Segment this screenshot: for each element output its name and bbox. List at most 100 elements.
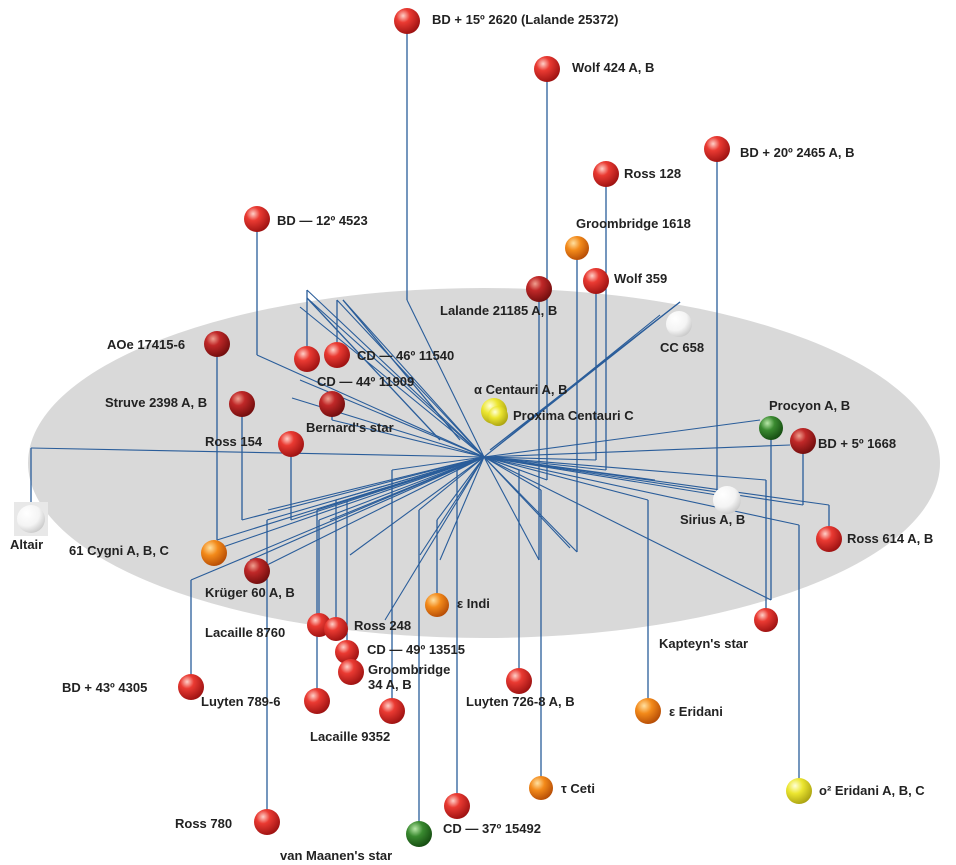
star-ball-sirius <box>713 486 741 514</box>
star-label-kapteyn: Kapteyn's star <box>659 636 748 651</box>
star-ball-altair <box>17 505 45 533</box>
sight-line <box>483 456 800 526</box>
star-label-ross248: Ross 248 <box>354 618 411 633</box>
sight-line <box>483 419 761 458</box>
star-ball-bd43 <box>178 674 204 700</box>
sight-line <box>483 456 571 549</box>
star-ball-epsindi <box>425 593 449 617</box>
star-ball-lalande21185 <box>526 276 552 302</box>
star-ball-cc658 <box>666 311 692 337</box>
star-ross614: Ross 614 A, B <box>816 526 933 552</box>
star-groom1618: Groombridge 1618 <box>565 216 691 260</box>
star-cd46: CD — 46º 11540 <box>324 342 454 368</box>
star-wolf424: Wolf 424 A, B <box>534 56 654 82</box>
star-label-lacaille8760: Lacaille 8760 <box>205 625 285 640</box>
star-altair: Altair <box>10 502 48 552</box>
star-ball-groom34 <box>338 659 364 685</box>
star-ball-tauceti <box>529 776 553 800</box>
sight-line <box>266 456 485 521</box>
star-ball-struve <box>229 391 255 417</box>
star-wolf359: Wolf 359 <box>583 268 667 294</box>
sight-line <box>483 456 649 501</box>
star-struve: Struve 2398 A, B <box>105 391 255 417</box>
star-ball-bd20 <box>704 136 730 162</box>
star-ross128: Ross 128 <box>593 161 681 187</box>
star-label-groom1618: Groombridge 1618 <box>576 216 691 231</box>
star-label-epsindi: ε Indi <box>457 596 490 611</box>
star-label-alphacen: α Centauri A, B <box>474 382 567 397</box>
star-vanmaanen: van Maanen's star <box>280 821 432 863</box>
star-kruger: Krüger 60 A, B <box>205 558 295 600</box>
sight-line <box>489 301 681 451</box>
galactic-plane <box>28 288 940 638</box>
star-ball-wolf359 <box>583 268 609 294</box>
star-ball-kapteyn <box>754 608 778 632</box>
sight-line <box>267 456 485 511</box>
star-ball-vanmaanen <box>406 821 432 847</box>
sight-line <box>342 299 485 458</box>
star-o2eri: o² Eridani A, B, C <box>786 778 925 804</box>
sight-line <box>219 456 485 549</box>
sight-line <box>241 456 485 521</box>
sight-line <box>384 456 485 621</box>
star-label-sirius: Sirius A, B <box>680 512 745 527</box>
star-ball-ross128 <box>593 161 619 187</box>
star-ross780: Ross 780 <box>175 809 280 835</box>
star-label-ross614: Ross 614 A, B <box>847 531 933 546</box>
star-ball-lacaille9352 <box>379 698 405 724</box>
star-label-groom34: Groombridge <box>368 662 450 677</box>
star-label-groom34: 34 A, B <box>368 677 412 692</box>
star-bd20: BD + 20º 2465 A, B <box>704 136 854 162</box>
star-ball-kruger <box>244 558 270 584</box>
star-cc658: CC 658 <box>660 311 704 355</box>
star-lacaille9352: Lacaille 9352 <box>310 698 405 744</box>
star-ball-epseri <box>635 698 661 724</box>
star-label-cd44: CD — 44º 11909 <box>317 374 414 389</box>
sight-line <box>406 299 485 458</box>
star-label-cd46: CD — 46º 11540 <box>357 348 454 363</box>
sight-line <box>483 444 791 458</box>
star-ross248: Ross 248 <box>324 617 411 641</box>
star-ball-ross248 <box>324 617 348 641</box>
star-label-altair: Altair <box>10 537 43 552</box>
star-label-tauceti: τ Ceti <box>561 781 595 796</box>
star-cd44: CD — 44º 11909 <box>294 346 414 389</box>
star-bd5: BD + 5º 1668 <box>790 428 896 454</box>
sight-line <box>483 456 767 481</box>
star-epseri: ε Eridani <box>635 698 723 724</box>
star-label-vanmaanen: van Maanen's star <box>280 848 392 863</box>
star-sirius: Sirius A, B <box>680 486 745 527</box>
star-kapteyn: Kapteyn's star <box>659 608 778 651</box>
sight-line <box>249 456 485 561</box>
star-ball-luyten789 <box>304 688 330 714</box>
sight-line <box>483 456 804 506</box>
star-label-bd12: BD — 12º 4523 <box>277 213 368 228</box>
star-label-o2eri: o² Eridani A, B, C <box>819 783 925 798</box>
star-luyten726: Luyten 726-8 A, B <box>466 668 575 709</box>
star-ball-luyten726 <box>506 668 532 694</box>
sight-line <box>256 354 485 458</box>
sight-line <box>256 456 485 571</box>
sight-line <box>329 456 485 521</box>
star-ball-ross154 <box>278 431 304 457</box>
star-label-cd49: CD — 49º 13515 <box>367 642 465 657</box>
star-label-epseri: ε Eridani <box>669 704 723 719</box>
star-cd37: CD — 37º 15492 <box>443 793 541 836</box>
sight-line <box>436 456 485 521</box>
star-label-procyon: Procyon A, B <box>769 398 850 413</box>
sight-line <box>391 456 485 471</box>
star-label-wolf359: Wolf 359 <box>614 271 667 286</box>
star-ball-ross780 <box>254 809 280 835</box>
stars: BD + 15º 2620 (Lalande 25372)Wolf 424 A,… <box>10 8 933 863</box>
sight-line <box>418 456 485 511</box>
star-lalande21185: Lalande 21185 A, B <box>440 276 557 318</box>
sight-line <box>419 456 485 556</box>
star-label-ross154: Ross 154 <box>205 434 263 449</box>
sight-line <box>349 456 485 556</box>
star-bd12: BD — 12º 4523 <box>244 206 368 232</box>
star-ball-bd15 <box>394 8 420 34</box>
star-ball-o2eri <box>786 778 812 804</box>
star-ross154: Ross 154 <box>205 431 304 457</box>
star-label-lalande21185: Lalande 21185 A, B <box>440 303 557 318</box>
sight-line <box>483 456 520 471</box>
